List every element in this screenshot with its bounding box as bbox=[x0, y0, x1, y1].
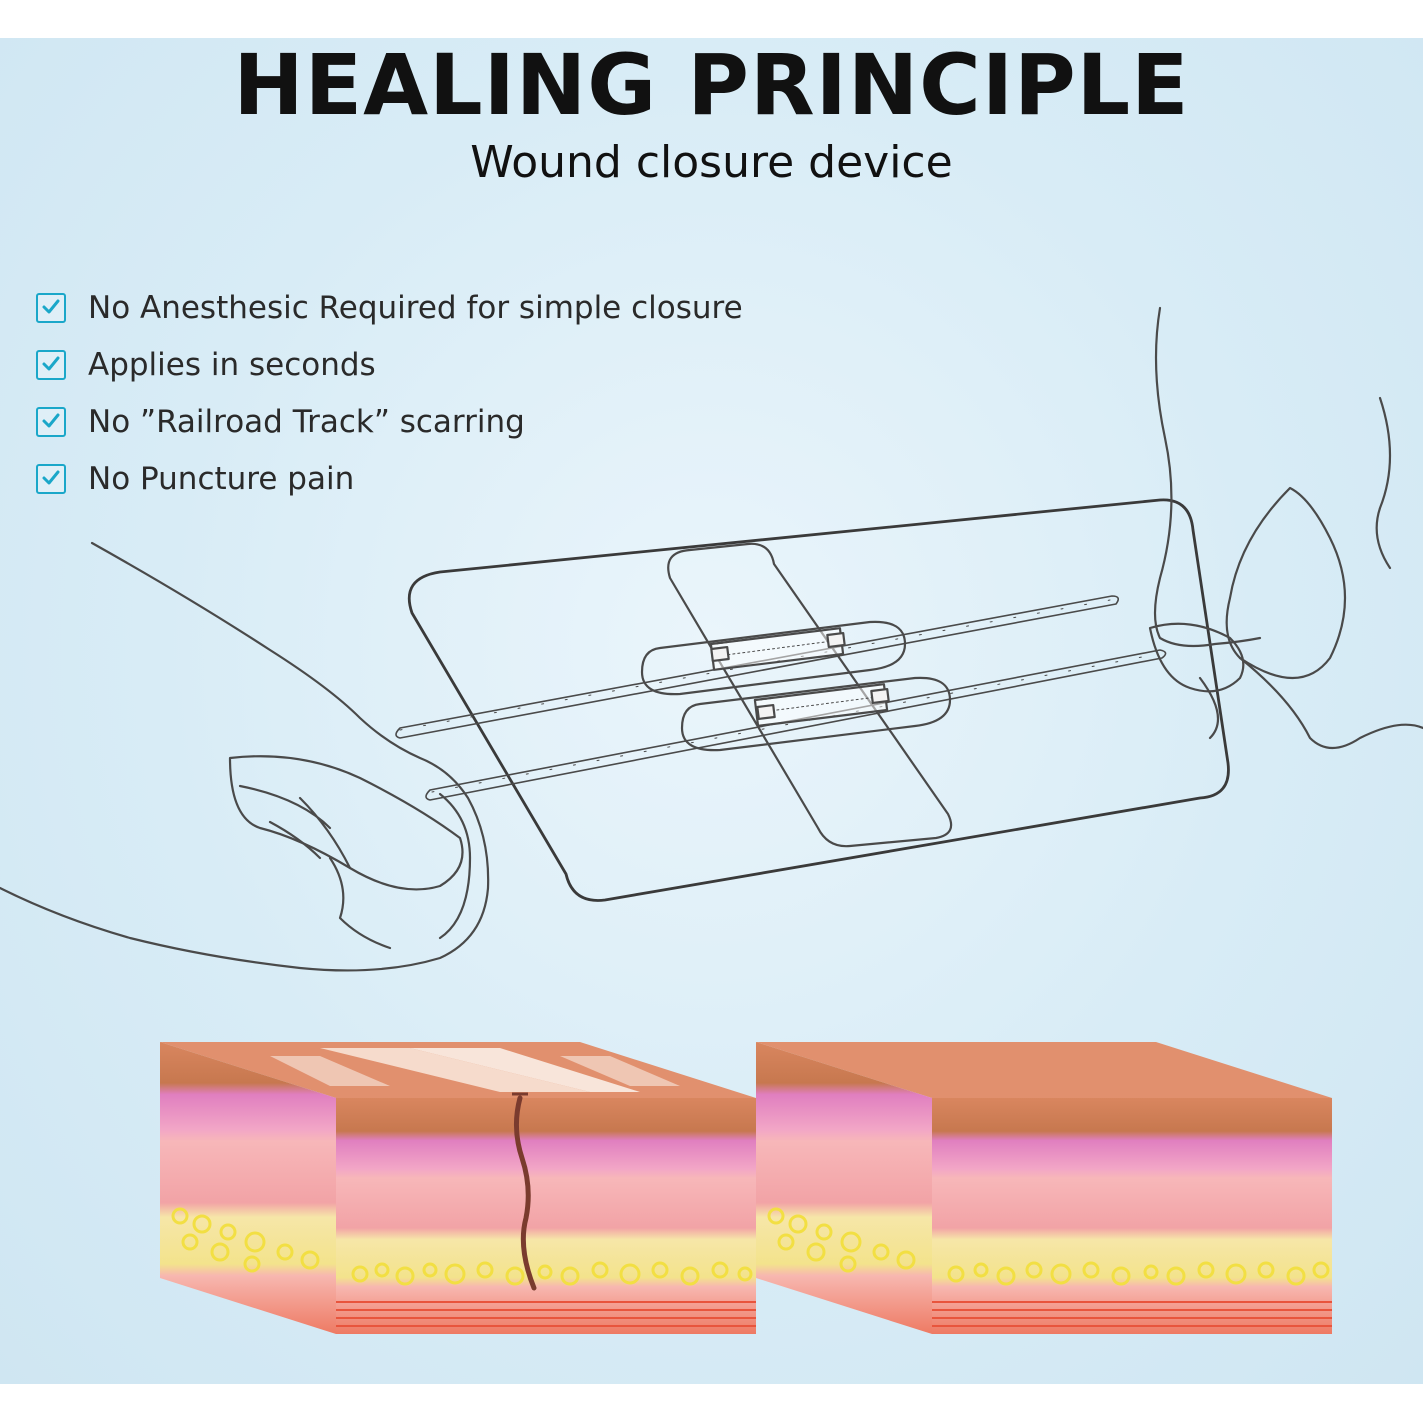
skin-side-face bbox=[160, 1042, 336, 1334]
skin-top-face bbox=[756, 1042, 1332, 1098]
checkbox-checked-icon bbox=[36, 293, 66, 323]
feature-list: No Anesthesic Required for simple closur… bbox=[36, 288, 743, 516]
right-hand-outline bbox=[1153, 306, 1262, 648]
feature-item: Applies in seconds bbox=[36, 345, 743, 385]
feature-item: No Puncture pain bbox=[36, 459, 743, 499]
feature-text: Applies in seconds bbox=[88, 347, 376, 383]
checkbox-checked-icon bbox=[36, 464, 66, 494]
left-hand-outline bbox=[0, 541, 490, 972]
closure-strip bbox=[320, 1048, 590, 1092]
zip-pad-lower bbox=[680, 676, 952, 752]
pull-strip-upper bbox=[395, 595, 1120, 739]
page-title: HEALING PRINCIPLE bbox=[233, 38, 1190, 134]
checkbox-checked-icon bbox=[36, 350, 66, 380]
page-subtitle: Wound closure device bbox=[470, 137, 953, 188]
pull-strip-lower bbox=[425, 649, 1167, 801]
skin-section-healed bbox=[756, 1042, 1332, 1334]
infographic-canvas: HEALING PRINCIPLE Wound closure device N… bbox=[0, 38, 1423, 1384]
feature-text: No Anesthesic Required for simple closur… bbox=[88, 290, 743, 326]
feature-item: No Anesthesic Required for simple closur… bbox=[36, 288, 743, 328]
checkbox-checked-icon bbox=[36, 407, 66, 437]
feature-text: No Puncture pain bbox=[88, 461, 355, 497]
wound-incision bbox=[514, 1095, 537, 1291]
skin-side-face bbox=[756, 1042, 932, 1334]
patch-outline bbox=[407, 498, 1230, 902]
zip-pad-upper bbox=[640, 620, 907, 696]
center-strip bbox=[667, 542, 953, 848]
skin-front-face bbox=[336, 1098, 756, 1334]
feature-text: No ”Railroad Track” scarring bbox=[88, 404, 525, 440]
closure-device-illustration bbox=[0, 306, 1423, 972]
closure-strip bbox=[410, 1048, 640, 1092]
feature-item: No ”Railroad Track” scarring bbox=[36, 402, 743, 442]
skin-section-wound bbox=[160, 1042, 756, 1334]
skin-front-face bbox=[932, 1098, 1332, 1334]
